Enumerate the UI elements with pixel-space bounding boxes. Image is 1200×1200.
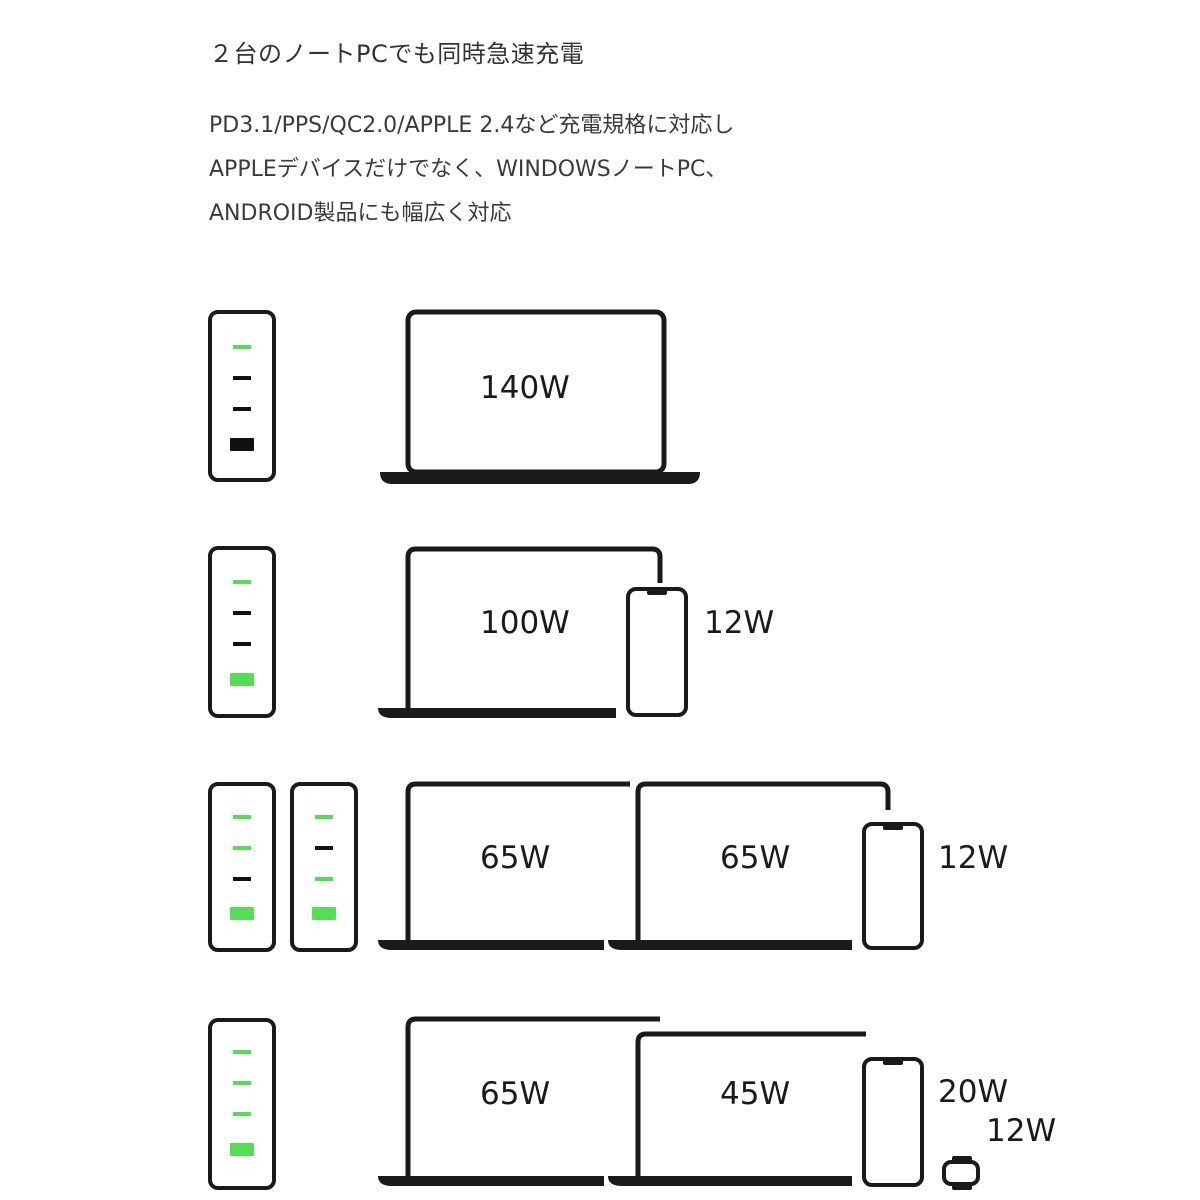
charger-port: [230, 1143, 254, 1156]
device-watt-label: 65W: [480, 1076, 550, 1112]
charger-port: [312, 907, 336, 920]
charger-port: [230, 907, 254, 920]
charger-port: [233, 611, 251, 615]
device-watt-label: 12W: [938, 840, 1008, 876]
description-line-3: ANDROID製品にも幅広く対応: [209, 201, 512, 226]
laptop-icon: [608, 781, 891, 950]
charger-port: [233, 407, 251, 411]
phone-icon: [862, 1057, 924, 1187]
watch-icon: [942, 1156, 980, 1190]
device-watt-label: 12W: [704, 605, 774, 641]
charger-port: [233, 877, 251, 881]
laptop-icon: [378, 546, 663, 718]
device-watt-label: 65W: [720, 840, 790, 876]
charger-port: [233, 1081, 251, 1085]
device-watt-label: 65W: [480, 840, 550, 876]
scenario-4: 65W 45W 20W 12W: [208, 1016, 1056, 1190]
charger-port: [233, 846, 251, 850]
scenario-2: 100W 12W: [208, 546, 774, 718]
laptop-icon: [378, 781, 630, 950]
device-watt-label: 45W: [720, 1076, 790, 1112]
charger-port: [315, 877, 333, 881]
charger-port: [233, 1112, 251, 1116]
description: PD3.1/PPS/QC2.0/APPLE 2.4など充電規格に対応し APPL…: [209, 104, 734, 236]
description-line-2: APPLEデバイスだけでなく、WINDOWSノートPC、: [209, 157, 728, 182]
laptop-icon: [380, 309, 700, 484]
charger-port: [233, 580, 251, 584]
charger-port: [230, 673, 254, 686]
charger-icon: [208, 310, 276, 482]
description-line-1: PD3.1/PPS/QC2.0/APPLE 2.4など充電規格に対応し: [209, 113, 735, 138]
scenario-3: 65W 65W 12W: [208, 781, 1008, 952]
charger-port: [233, 815, 251, 819]
device-watt-label: 100W: [480, 605, 570, 641]
charger-port: [233, 642, 251, 646]
charger-port: [315, 815, 333, 819]
device-watt-label: 140W: [480, 370, 570, 406]
laptop-icon: [378, 1016, 660, 1186]
charger-icon: [208, 1018, 276, 1190]
phone-icon: [862, 822, 924, 950]
charger-icon: [208, 782, 276, 952]
charger-port: [230, 438, 254, 451]
phone-icon: [626, 587, 688, 717]
charger-port: [315, 846, 333, 850]
charger-icon: [208, 546, 276, 718]
charger-icon: [290, 782, 358, 952]
laptop-icon: [608, 1031, 866, 1186]
scenario-1: 140W: [208, 309, 700, 484]
device-watt-label: 20W: [938, 1074, 1008, 1110]
charger-port: [233, 345, 251, 349]
charger-port: [233, 1050, 251, 1054]
charger-port: [233, 376, 251, 380]
left-margin: [0, 0, 208, 1200]
device-watt-label: 12W: [986, 1113, 1056, 1149]
headline: ２台のノートPCでも同時急速充電: [209, 40, 585, 68]
